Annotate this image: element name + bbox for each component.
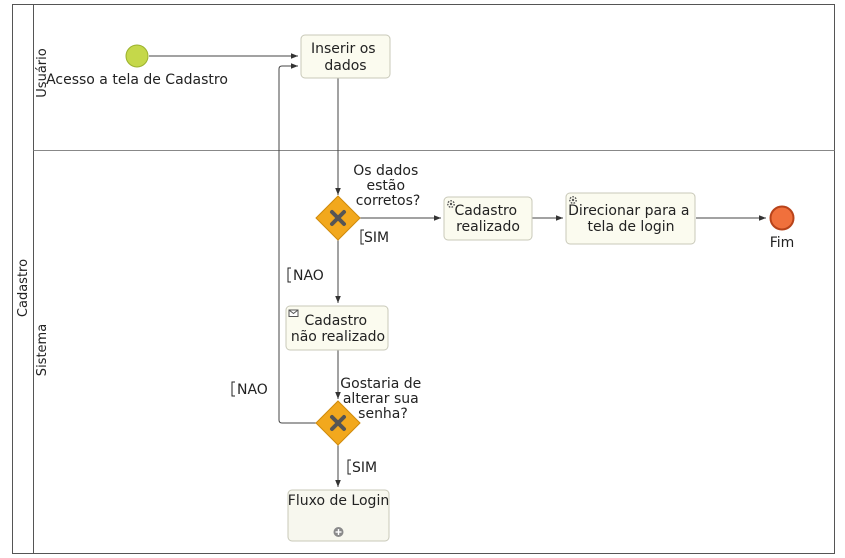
sequence-flows <box>149 53 766 487</box>
end-event-circle <box>769 205 795 231</box>
plus-circle-icon[interactable] <box>333 527 344 537</box>
condition-sim-1-text: SIM <box>364 230 389 246</box>
x-icon <box>330 210 346 226</box>
gateway2-label-line-3: senha? <box>358 406 408 422</box>
flow-gateway2-nao <box>278 63 316 424</box>
gear-icon <box>569 196 577 204</box>
task-realizado-line-1: Cadastro <box>454 203 517 219</box>
start-event-label: Acesso a tela de Cadastro <box>46 72 228 88</box>
task-cadastro-realizado[interactable]: Cadastro realizado <box>443 196 533 241</box>
task-direcionar-login[interactable]: Direcionar para a tela de login <box>565 192 696 245</box>
condition-sim-2-text: SIM <box>352 460 377 476</box>
gateway1-label-line-2: estão <box>367 178 406 194</box>
lane-label-sistema: Sistema <box>35 324 50 376</box>
pool-label: Cadastro <box>16 259 31 317</box>
condition-nao-1: NAO <box>287 267 324 284</box>
svg-text:Os dados estão cor: Os dados estão corretos? <box>353 163 422 209</box>
svg-text:Gostaria de alterar sua: Gostaria de alterar sua senha? <box>340 376 425 422</box>
gateway-dados-corretos[interactable]: Os dados estão corretos? <box>315 163 423 241</box>
gateway1-label-line-1: Os dados <box>353 163 418 179</box>
condition-nao-2-text: NAO <box>237 382 268 398</box>
task-naorealizado-line-1: Cadastro <box>304 313 367 329</box>
x-icon <box>330 415 346 431</box>
task-inserir-line-1: Inserir os <box>311 41 376 57</box>
gateway-alterar-senha[interactable]: Gostaria de alterar sua senha? <box>315 376 426 446</box>
task-direcionar-line-2: tela de login <box>587 219 674 235</box>
svg-text:Direcionar para a tela d: Direcionar para a tela de login <box>568 203 694 235</box>
end-event-label: Fim <box>770 235 795 251</box>
task-realizado-line-2: realizado <box>456 219 520 235</box>
condition-nao-1-text: NAO <box>293 268 324 284</box>
svg-text:Cadastro não realizado: Cadastro não realizado <box>291 313 385 345</box>
svg-text:Cadastro realizado: Cadastro realizado <box>454 203 521 235</box>
condition-sim-1: SIM <box>360 229 389 246</box>
end-event[interactable]: Fim <box>769 205 795 252</box>
task-direcionar-line-1: Direcionar para a <box>568 203 689 219</box>
condition-sim-2: SIM <box>347 459 377 476</box>
lane-usuario: Usuário <box>33 48 835 151</box>
subprocess-fluxo-login[interactable]: Fluxo de Login <box>287 489 390 542</box>
subprocess-label: Fluxo de Login <box>288 493 389 509</box>
gateway1-label-line-3: corretos? <box>356 193 421 209</box>
gateway2-label-line-1: Gostaria de <box>340 376 421 392</box>
task-naorealizado-line-2: não realizado <box>291 329 385 345</box>
pool-cadastro: Cadastro <box>12 4 835 554</box>
task-inserir-dados[interactable]: Inserir os dados <box>300 34 391 79</box>
lane-label-usuario: Usuário <box>35 48 50 97</box>
start-event[interactable]: Acesso a tela de Cadastro <box>46 44 228 88</box>
envelope-icon <box>288 309 299 317</box>
svg-text:Inserir os dados: Inserir os dados <box>311 41 380 74</box>
gateway2-label-line-2: alterar sua <box>343 391 419 407</box>
condition-nao-2: NAO <box>231 381 268 398</box>
task-cadastro-nao-realizado[interactable]: Cadastro não realizado <box>285 305 389 351</box>
start-event-circle <box>125 44 149 68</box>
task-inserir-line-2: dados <box>324 58 366 74</box>
gear-icon <box>447 200 455 208</box>
lane-sistema: Sistema <box>35 324 50 376</box>
